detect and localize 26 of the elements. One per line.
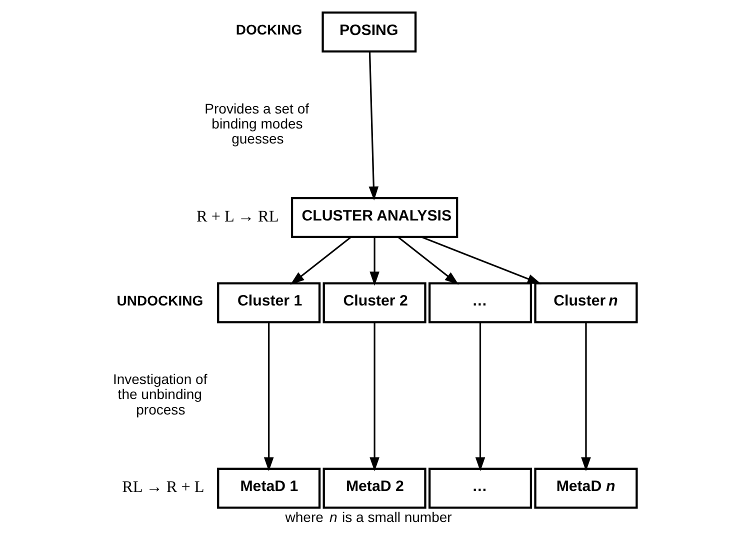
node-box: … [428,468,532,509]
node-box: CLUSTER ANALYSIS [290,197,458,238]
arrow [370,237,380,286]
node-box: Cluster 2 [322,282,426,324]
node-box: POSING [322,11,417,52]
arrow [290,236,352,285]
node-box: … [428,282,532,324]
caption: where n is a small number [285,509,452,526]
arrow [581,322,591,472]
arrow [475,322,486,472]
label: RL → R + L [122,479,204,496]
arrow [421,236,542,284]
arrow [368,52,379,201]
node-box: MetaD 2 [322,468,426,509]
node-box: MetaD n [534,468,638,509]
node-box: Cluster 1 [217,282,321,324]
arrow [264,322,274,472]
label: Provides a set of binding modes guesses [204,100,310,147]
label: DOCKING [236,22,302,38]
node-box: Cluster n [534,282,638,324]
label: UNDOCKING [116,292,204,308]
arrow [398,236,459,285]
label: Investigation of the unbinding process [112,371,208,418]
node-box: MetaD 1 [217,468,321,509]
label: R + L → RL [196,208,279,226]
arrow [370,322,380,472]
